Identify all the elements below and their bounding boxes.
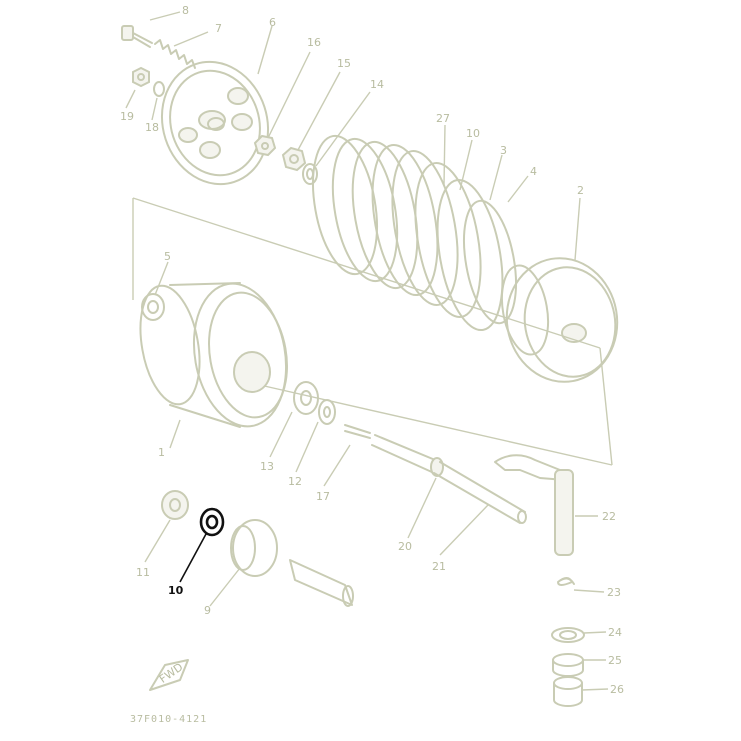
assembly-frame <box>132 197 613 466</box>
clutch-housing-part-1 <box>139 282 288 428</box>
part-label-24: 24 <box>608 626 622 639</box>
washer-part-12 <box>318 399 336 425</box>
part-label-14: 14 <box>370 78 384 91</box>
spring-part-23 <box>557 577 575 586</box>
clutch-plates-stack <box>312 134 517 332</box>
part-label-21: 21 <box>432 560 446 573</box>
part-label-10: 10 <box>466 127 480 140</box>
part-number-labels: 8 7 6 19 18 16 15 14 27 10 3 4 2 5 1 13 … <box>120 4 624 696</box>
washer-part-13 <box>293 381 319 415</box>
part-label-26: 26 <box>610 683 624 696</box>
leader-lines <box>125 11 609 691</box>
bearing-part-25 <box>552 653 584 677</box>
part-label-25: 25 <box>608 654 622 667</box>
part-label-9: 9 <box>204 604 211 617</box>
part-label-27: 27 <box>436 112 450 125</box>
part-label-19: 19 <box>120 110 134 123</box>
washer-part-18 <box>153 81 165 97</box>
part-label-4: 4 <box>530 165 537 178</box>
spring-part-7 <box>154 39 196 69</box>
part-label-20: 20 <box>398 540 412 553</box>
nut-part-19 <box>132 66 150 88</box>
part-label-13: 13 <box>260 460 274 473</box>
highlighted-part-label-10: 10 <box>168 584 184 597</box>
fwd-arrow-icon <box>149 659 189 691</box>
part-label-1: 1 <box>158 446 165 459</box>
part-label-23: 23 <box>607 586 621 599</box>
washer-part-5 <box>141 293 165 321</box>
part-label-5: 5 <box>164 250 171 263</box>
part-label-17: 17 <box>316 490 330 503</box>
bushing-part-26 <box>553 676 583 707</box>
push-lever-part-22 <box>494 454 574 556</box>
part-label-7: 7 <box>215 22 222 35</box>
part-label-11: 11 <box>136 566 150 579</box>
part-label-8: 8 <box>182 4 189 17</box>
part-label-16: 16 <box>307 36 321 49</box>
pressure-plate-part-6 <box>160 60 270 186</box>
oil-seal-part-24 <box>551 627 585 643</box>
nut-part-16 <box>253 134 277 157</box>
drawing-code: 37F010-4121 <box>130 714 207 725</box>
pin-part-17 <box>344 424 371 439</box>
nut-part-11 <box>161 490 189 520</box>
clutch-boss-part-2 <box>500 257 619 383</box>
gear-part-9 <box>230 519 354 607</box>
part-label-18: 18 <box>145 121 159 134</box>
nut-part-15 <box>281 146 307 172</box>
bolt-part-8 <box>121 25 153 48</box>
highlighted-washer-part-10 <box>199 507 225 537</box>
push-rod-part-20 <box>371 434 444 477</box>
part-label-15: 15 <box>337 57 351 70</box>
part-label-12: 12 <box>288 475 302 488</box>
part-label-6: 6 <box>269 16 276 29</box>
part-label-3: 3 <box>500 144 507 157</box>
push-shaft-part-21 <box>433 461 527 524</box>
part-label-2: 2 <box>577 184 584 197</box>
part-label-22: 22 <box>602 510 616 523</box>
highlighted-leader-line <box>179 533 207 583</box>
